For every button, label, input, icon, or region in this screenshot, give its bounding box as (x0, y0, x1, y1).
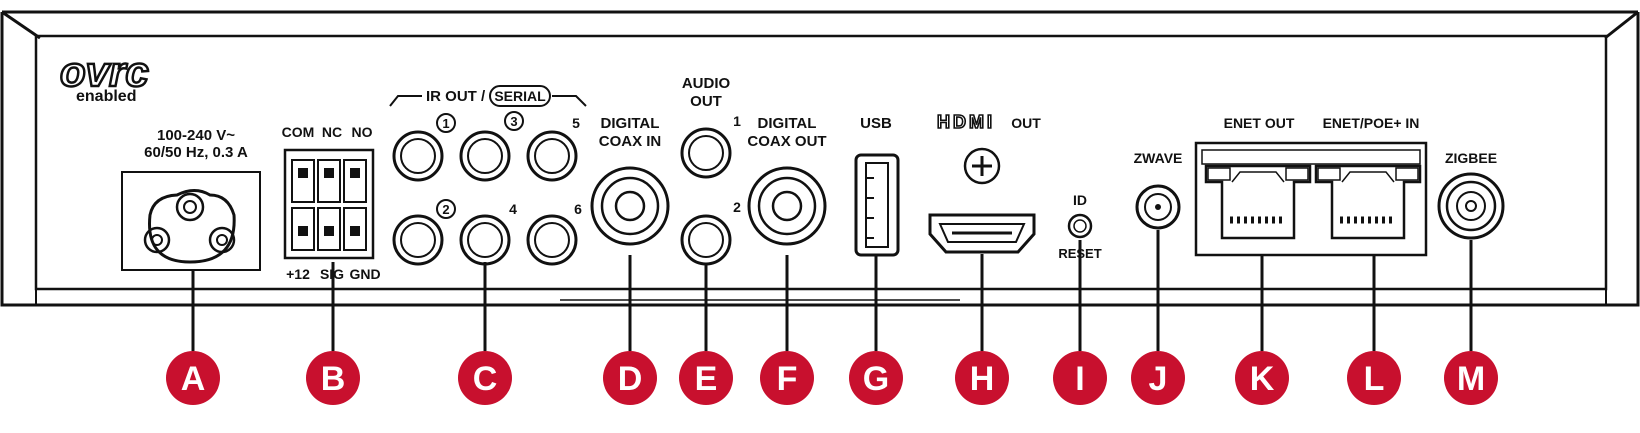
callout-letter-f: F (777, 360, 798, 398)
relay-label-com: COM (282, 124, 315, 140)
hdmi-out-label: OUT (1011, 115, 1041, 131)
callout-badge-d (603, 351, 657, 405)
zwave-antenna-connector[interactable] (1135, 184, 1181, 230)
callout-letter-i: I (1075, 360, 1084, 398)
power-inlet-frame (121, 171, 261, 271)
ir-port-label-3: 3 (510, 114, 517, 129)
digital-coax-in-label-2: COAX IN (599, 133, 662, 150)
digital-coax-in-section: DIGITAL COAX IN (590, 115, 670, 246)
ovrc-logo: ovrc enabled (59, 47, 150, 105)
ir-port-label-6: 6 (574, 201, 582, 217)
callout-badge-e (679, 351, 733, 405)
callout-badge-f (760, 351, 814, 405)
zwave-section: ZWAVE (1134, 150, 1183, 230)
usb-port[interactable] (854, 153, 900, 257)
callout-badge-g (849, 351, 903, 405)
relay-label-nc: NC (322, 124, 342, 140)
callout-letter-c: C (473, 360, 498, 398)
digital-coax-in-jack[interactable] (590, 166, 670, 246)
zigbee-antenna-connector[interactable] (1437, 172, 1505, 240)
power-rating-line2: 60/50 Hz, 0.3 A (144, 144, 248, 161)
callout-letter-k: K (1250, 360, 1275, 398)
hdmi-section: HDMI OUT (928, 111, 1041, 254)
usb-label: USB (860, 115, 892, 132)
audio-out-section: AUDIO OUT 1 2 (680, 75, 741, 266)
audio-out-jack-1[interactable] (680, 127, 732, 179)
ir-port-label-5: 5 (572, 115, 580, 131)
callout-letter-b: B (321, 360, 346, 398)
zwave-label: ZWAVE (1134, 150, 1183, 166)
callout-badge-h (955, 351, 1009, 405)
relay-label-gnd: GND (349, 266, 380, 282)
callout-letter-m: M (1457, 360, 1485, 398)
zigbee-label: ZIGBEE (1445, 150, 1497, 166)
relay-label-12v: +12 (286, 266, 310, 282)
enet-poe-in-label: ENET/POE+ IN (1323, 115, 1420, 131)
callout-badge-c (458, 351, 512, 405)
audio-out-jack-2[interactable] (680, 214, 732, 266)
relay-terminal-block[interactable]: COM NC NO +12 SIG GND (282, 124, 381, 282)
ir-jack-6[interactable] (526, 214, 578, 266)
audio-port-label-1: 1 (733, 113, 741, 129)
callout-badge-k (1235, 351, 1289, 405)
callout-badge-m (1444, 351, 1498, 405)
ir-jack-1[interactable] (392, 130, 444, 182)
ir-jack-2[interactable] (392, 214, 444, 266)
ir-out-label: IR OUT / (426, 88, 486, 105)
digital-coax-out-label-2: COAX OUT (747, 133, 826, 150)
id-label: ID (1073, 192, 1087, 208)
ir-port-label-1: 1 (442, 116, 449, 131)
callout-letter-e: E (695, 360, 718, 398)
usb-section: USB (854, 115, 900, 257)
logo-wordmark: ovrc (60, 48, 149, 95)
callout-letter-d: D (618, 360, 643, 398)
callout-badge-j (1131, 351, 1185, 405)
power-rating-line1: 100-240 V~ (157, 127, 235, 144)
digital-coax-out-label-1: DIGITAL (758, 115, 817, 132)
audio-out-label-1: AUDIO (682, 75, 731, 92)
ir-serial-section: IR OUT / SERIAL 1 3 5 2 4 6 (389, 85, 587, 266)
ir-jack-3[interactable] (459, 130, 511, 182)
ir-port-label-2: 2 (442, 202, 449, 217)
relay-label-no: NO (352, 124, 373, 140)
ir-jack-4[interactable] (459, 214, 511, 266)
callout-letter-l: L (1364, 360, 1385, 398)
ethernet-section: ENET OUT ENET/POE+ IN (1194, 115, 1428, 257)
enet-out-port[interactable] (1204, 164, 1312, 240)
digital-coax-out-jack[interactable] (747, 166, 827, 246)
callout-badge-l (1347, 351, 1401, 405)
callout-letter-a: A (181, 360, 206, 398)
zigbee-section: ZIGBEE (1437, 150, 1505, 240)
digital-coax-in-label-1: DIGITAL (601, 115, 660, 132)
enet-poe-in-port[interactable] (1314, 164, 1422, 240)
callout-layer: A B C D E F G H I J K L M (166, 230, 1498, 405)
logo-sub: enabled (76, 88, 136, 105)
callout-badge-b (306, 351, 360, 405)
callout-badge-i (1053, 351, 1107, 405)
audio-port-label-2: 2 (733, 199, 741, 215)
enet-out-label: ENET OUT (1224, 115, 1295, 131)
power-inlet-socket[interactable] (148, 189, 236, 264)
ir-jack-5[interactable] (526, 130, 578, 182)
hdmi-port[interactable] (928, 213, 1036, 254)
callout-badge-a (166, 351, 220, 405)
callout-letter-j: J (1149, 360, 1168, 398)
id-reset-button[interactable] (1067, 213, 1093, 239)
digital-coax-out-section: DIGITAL COAX OUT (747, 115, 827, 246)
hdmi-logo: HDMI (937, 112, 995, 132)
power-section: 100-240 V~ 60/50 Hz, 0.3 A (121, 127, 261, 271)
callout-letter-h: H (970, 360, 995, 398)
screw-icon (963, 147, 1001, 185)
serial-label: SERIAL (494, 88, 546, 104)
chassis (0, 10, 1640, 307)
ir-port-label-4: 4 (509, 201, 517, 217)
callout-letter-g: G (863, 360, 889, 398)
audio-out-label-2: OUT (690, 93, 722, 110)
